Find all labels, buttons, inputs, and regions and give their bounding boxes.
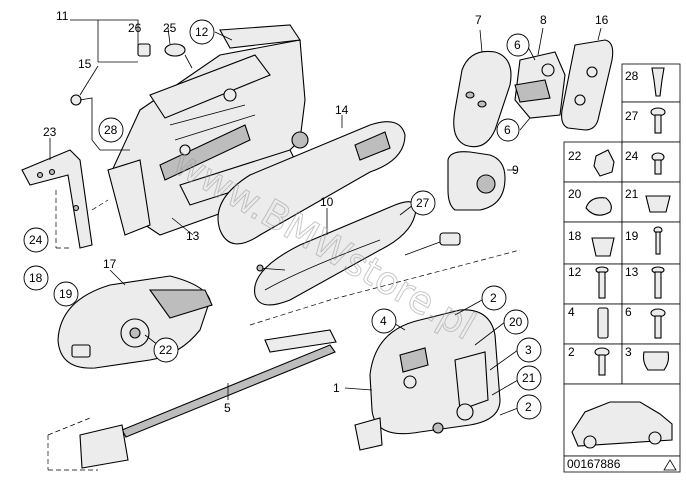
callout-21: 21 <box>522 371 536 385</box>
callout-28: 28 <box>104 123 118 137</box>
grid-label-13: 13 <box>625 265 639 279</box>
grid-label-28: 28 <box>625 69 639 83</box>
handle-carrier-assembly[interactable] <box>107 24 309 236</box>
cap-9[interactable] <box>447 151 506 211</box>
grid-cell-4[interactable] <box>563 303 623 345</box>
bolt-26[interactable] <box>137 43 151 57</box>
callout-20-circle: 20 <box>503 309 529 335</box>
grid-cell-19[interactable] <box>621 221 681 265</box>
grid-cell-12[interactable] <box>563 263 623 305</box>
callout-28-circle: 28 <box>98 117 124 143</box>
grid-label-4: 4 <box>568 305 575 319</box>
callout-22-circle: 22 <box>153 337 179 363</box>
callout-9: 9 <box>512 163 519 177</box>
doc-number: 00167886 <box>567 457 621 471</box>
callout-18: 18 <box>29 271 43 285</box>
callout-3: 3 <box>525 343 532 357</box>
callout-19-circle: 19 <box>53 281 79 307</box>
grid-cell-28[interactable] <box>621 63 681 103</box>
callout-8: 8 <box>540 13 547 27</box>
grid-label-24: 24 <box>625 149 639 163</box>
outer-handle-10[interactable] <box>254 201 417 306</box>
callout-10: 10 <box>320 195 334 209</box>
ring-25[interactable] <box>164 43 193 69</box>
grid-label-27: 27 <box>625 109 639 123</box>
callout-6a: 6 <box>514 38 521 52</box>
callout-2b-circle: 2 <box>516 394 542 420</box>
callout-12: 12 <box>195 25 209 39</box>
callout-6a-circle: 6 <box>506 33 530 57</box>
cable-clip[interactable] <box>404 232 461 256</box>
bracket-23[interactable] <box>21 149 93 249</box>
callout-12-circle: 12 <box>189 19 215 45</box>
grid-label-19: 19 <box>625 229 639 243</box>
grid-cell-13[interactable] <box>621 263 681 305</box>
grid-cell-6[interactable] <box>621 303 681 345</box>
callout-22: 22 <box>159 343 173 357</box>
lock-mechanism-8[interactable] <box>514 51 566 119</box>
outer-handle-gasket-14[interactable] <box>217 121 406 245</box>
callout-6b-circle: 6 <box>496 118 520 142</box>
cable-rod[interactable] <box>70 94 130 151</box>
callout-23: 23 <box>43 125 57 139</box>
callout-5: 5 <box>224 401 231 415</box>
callout-4: 4 <box>380 314 387 328</box>
grid-label-2: 2 <box>568 345 575 359</box>
callout-15: 15 <box>78 57 92 71</box>
callout-2b: 2 <box>525 400 532 414</box>
grid-label-21: 21 <box>625 187 639 201</box>
callout-11: 11 <box>56 9 69 23</box>
callout-27: 27 <box>416 196 430 210</box>
callout-26: 26 <box>128 21 142 35</box>
callout-3-circle: 3 <box>516 337 542 363</box>
callout-1: 1 <box>333 381 340 395</box>
callout-27-circle: 27 <box>410 190 436 216</box>
callout-20: 20 <box>509 315 523 329</box>
grid-cell-24[interactable] <box>621 141 681 183</box>
seal-7[interactable] <box>453 50 512 148</box>
callout-7: 7 <box>475 13 482 27</box>
callout-19: 19 <box>59 287 73 301</box>
callout-17: 17 <box>103 257 117 271</box>
grid-label-18: 18 <box>568 229 582 243</box>
doc-number-box <box>563 455 681 473</box>
grid-label-20: 20 <box>568 187 582 201</box>
grid-label-22: 22 <box>568 149 582 163</box>
callout-21-circle: 21 <box>516 365 542 391</box>
grid-label-6: 6 <box>625 305 632 319</box>
inner-handle-17[interactable] <box>57 275 213 369</box>
callout-4-circle: 4 <box>371 308 397 334</box>
callout-6b: 6 <box>504 123 511 137</box>
callout-25: 25 <box>163 21 177 35</box>
callout-16: 16 <box>595 13 609 27</box>
door-lock-1[interactable] <box>354 309 501 451</box>
grid-label-3: 3 <box>625 345 632 359</box>
callout-24: 24 <box>29 233 43 247</box>
callout-13: 13 <box>186 229 200 243</box>
parts-grid: 28 27 22 24 20 21 18 19 12 13 <box>563 63 681 473</box>
callout-24-circle: 24 <box>23 227 49 253</box>
callout-2a: 2 <box>490 291 497 305</box>
gasket-16[interactable] <box>561 39 614 131</box>
callout-18-circle: 18 <box>23 265 49 291</box>
callout-2a-circle: 2 <box>481 285 507 311</box>
rod-5[interactable] <box>79 329 337 469</box>
callout-14: 14 <box>335 103 349 117</box>
grid-label-12: 12 <box>568 265 582 279</box>
